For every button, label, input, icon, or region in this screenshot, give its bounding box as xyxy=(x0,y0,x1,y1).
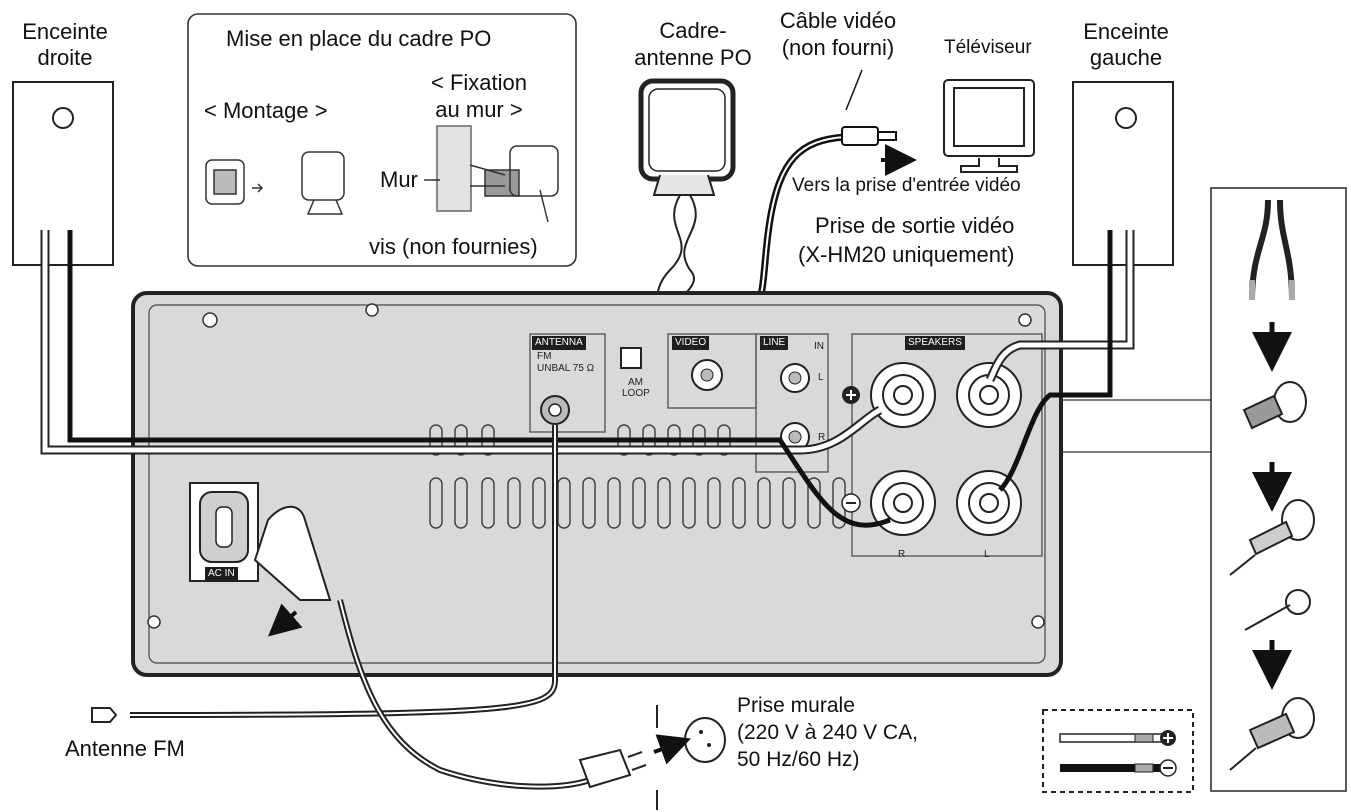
arrow-up-right-icon xyxy=(267,603,303,637)
minus-icon xyxy=(841,493,861,513)
speakers-r-tag: R xyxy=(898,549,906,560)
fm-antenna-label: Antenne FM xyxy=(65,736,185,761)
am-antenna-label-line2: antenne PO xyxy=(634,45,752,70)
wall-mount-label-line1: < Fixation xyxy=(431,70,527,95)
left-speaker xyxy=(1072,81,1174,266)
tv-label: Téléviseur xyxy=(944,37,1032,58)
unbal-tag: UNBAL 75 Ω xyxy=(537,363,595,374)
arrow-right-icon xyxy=(653,734,692,765)
antenna-tag: ANTENNA xyxy=(532,336,586,350)
right-speaker-label-line1: Enceinte xyxy=(22,19,108,44)
assembly-label: < Montage > xyxy=(204,98,328,123)
am-loop-assembly-illustration xyxy=(205,125,559,223)
video-output-label-line2: (X-HM20 uniquement) xyxy=(798,242,1015,267)
am-loop-tag-line2: LOOP xyxy=(622,388,650,399)
polarity-legend xyxy=(1042,709,1194,793)
am-loop-tag-line1: AM xyxy=(628,377,643,388)
right-speaker xyxy=(12,81,114,266)
right-speaker-label-line2: droite xyxy=(37,45,93,70)
wall-mount-label-line2: au mur > xyxy=(435,97,523,122)
in-tag: IN xyxy=(814,341,824,352)
left-speaker-label-line1: Enceinte xyxy=(1083,19,1169,44)
am-setup-title: Mise en place du cadre PO xyxy=(226,26,492,51)
wall-label: Mur xyxy=(380,167,418,192)
plus-icon xyxy=(842,386,860,404)
am-setup-box xyxy=(187,13,577,267)
tv-illustration xyxy=(943,79,1035,173)
screws-label: vis (non fournies) xyxy=(369,234,538,259)
video-cable-label-line2: (non fourni) xyxy=(781,35,895,60)
rear-panel xyxy=(131,291,1063,677)
video-tag: VIDEO xyxy=(672,336,710,350)
ac-in-tag: AC IN xyxy=(205,567,238,581)
speakers-tag: SPEAKERS xyxy=(905,336,965,350)
speaker-wires xyxy=(40,230,1135,528)
wall-outlet xyxy=(656,705,726,810)
video-output-label-line1: Prise de sortie vidéo xyxy=(815,213,1015,238)
video-cable-label-line1: Câble vidéo xyxy=(779,8,897,33)
line-l-tag: L xyxy=(818,372,824,383)
wall-outlet-label-line3: 50 Hz/60 Hz) xyxy=(737,748,860,771)
line-r-tag: R xyxy=(818,432,826,443)
speakers-l-tag: L xyxy=(984,549,990,560)
to-video-input-label: Vers la prise d'entrée vidéo xyxy=(792,175,1021,196)
line-tag: LINE xyxy=(760,336,789,350)
wire-connection-steps xyxy=(1061,187,1347,792)
am-antenna-label-line1: Cadre- xyxy=(659,18,727,43)
fm-antenna-wire xyxy=(91,425,558,723)
left-speaker-label-line2: gauche xyxy=(1089,45,1163,70)
fm-tag: FM xyxy=(537,351,552,362)
power-cord xyxy=(253,505,647,790)
wall-outlet-label-line2: (220 V à 240 V CA, xyxy=(737,721,918,744)
wall-outlet-label-line1: Prise murale xyxy=(737,694,855,717)
